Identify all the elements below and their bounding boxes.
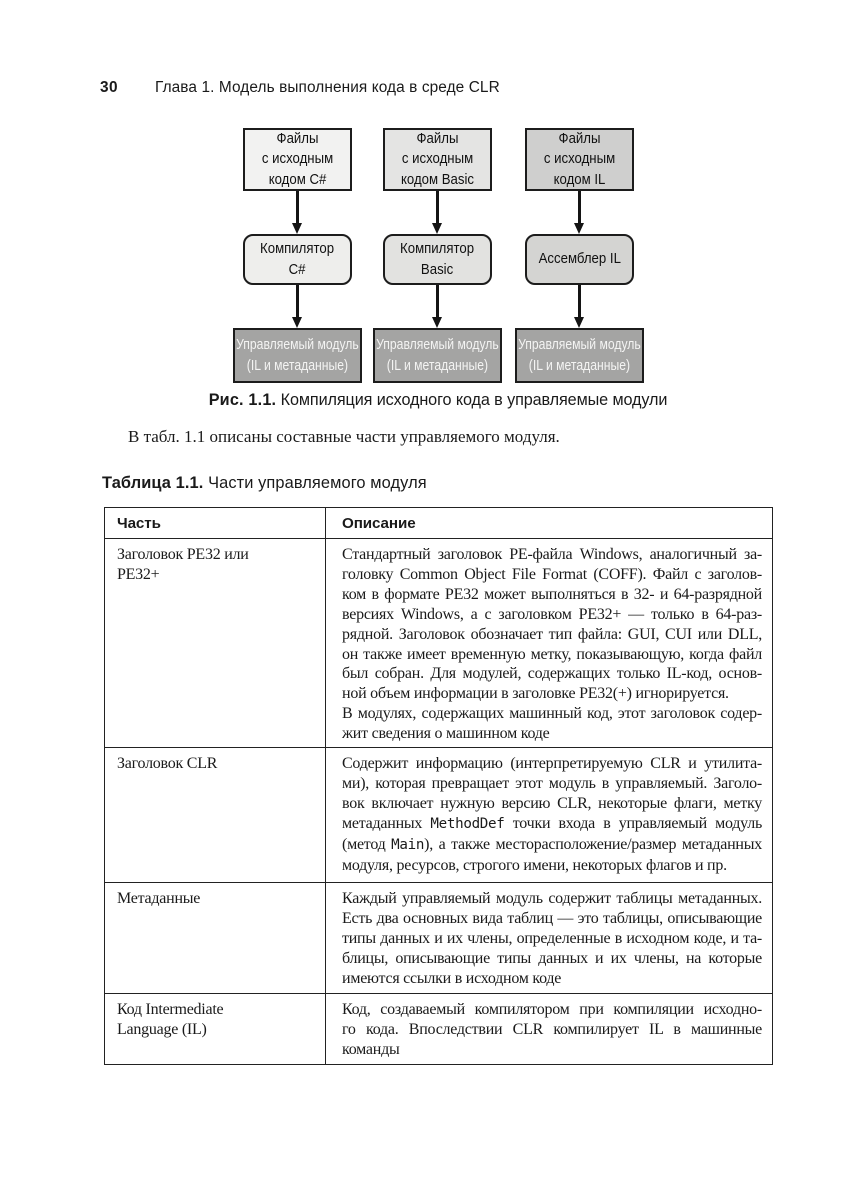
description-line: метаданных MethodDef точки входа в управ… [342, 814, 762, 832]
page-number: 30 [100, 79, 119, 96]
part-cell: Метаданные [104, 882, 326, 994]
table-heading: Таблица 1.1. Части управляемого модуля [102, 474, 427, 492]
managed-module-box-label: Управляемый модуль(IL и метаданные) [236, 337, 359, 374]
managed-module-box-csharp: Управляемый модуль(IL и метаданные) [233, 328, 362, 383]
description-line: Есть два основных вида таблиц — это табл… [342, 909, 762, 927]
column-header-description: Описание [325, 507, 773, 539]
table-row: Метаданные Каждый управляемый модуль соде… [104, 882, 773, 994]
part-line: Заголовок PE32 или [117, 546, 249, 563]
managed-module-box-label: Управляемый модуль(IL и метаданные) [376, 337, 499, 374]
managed-module-box-label: Управляемый модуль(IL и метаданные) [518, 337, 641, 374]
description-line: рядной. Заголовок обозначает тип файла: … [342, 625, 762, 643]
arrow-shaft-basic-2 [436, 285, 439, 318]
description-line: жит сведения о машинном коде [342, 725, 550, 743]
part-cell: Заголовок CLR [104, 747, 326, 883]
arrow-head-csharp-2 [291, 317, 302, 328]
arrow-head-basic-2 [431, 317, 442, 328]
part-line: PE32+ [117, 565, 160, 583]
description-line: вок включает нужную версию CLR, некоторы… [342, 794, 762, 812]
body-paragraph: В табл. 1.1 описаны составные части упра… [128, 427, 560, 446]
table-heading-body: Части управляемого модуля [208, 474, 427, 492]
description-line: он также имеет временную метку, показыва… [342, 645, 762, 663]
arrow-shaft-csharp-1 [296, 191, 299, 224]
description-line: го кода. Впоследствии CLR компилирует IL… [342, 1020, 762, 1038]
arrow-head-il-2 [573, 317, 584, 328]
description-line: Каждый управляемый модуль содержит табли… [342, 890, 762, 907]
description-line: ми), которая превращает этот модуль в уп… [342, 774, 762, 792]
description-cell: Стандартный заголовок PE-файла Windows, … [325, 538, 773, 748]
description-line: блицы, описывающие типы данных и их член… [342, 949, 762, 967]
arrow-shaft-il-1 [578, 191, 581, 224]
arrow-head-basic-1 [431, 223, 442, 234]
managed-module-box-basic: Управляемый модуль(IL и метаданные) [373, 328, 502, 383]
table-row: Заголовок CLR Содержит информацию (интерп… [104, 747, 773, 883]
description-line: типы данных и их члены, определенные в и… [342, 929, 762, 947]
arrow-shaft-basic-1 [436, 191, 439, 224]
description-line: команды [342, 1040, 400, 1058]
arrow-head-csharp-1 [291, 223, 302, 234]
arrow-head-il-1 [573, 223, 584, 234]
description-line: модуля, ресурсов, строгого имени, некото… [342, 856, 727, 874]
column-header-part: Часть [104, 507, 326, 539]
inline-code: Main [391, 836, 425, 853]
managed-module-box-il: Управляемый модуль(IL и метаданные) [515, 328, 644, 383]
arrow-shaft-csharp-2 [296, 285, 299, 318]
part-line: Заголовок CLR [117, 755, 218, 772]
compiler-box-il: Ассемблер IL [525, 234, 634, 285]
figure-caption: Рис. 1.1. Компиляция исходного кода в уп… [104, 391, 772, 409]
description-cell: Каждый управляемый модуль содержит табли… [325, 882, 773, 994]
figure-caption-label: Рис. 1.1. [208, 391, 277, 409]
description-line: версиях Windows, а с заголовком PE32+ — … [342, 605, 762, 623]
part-line: Метаданные [117, 890, 201, 907]
description-line: В модулях, содержащих машинный код, этот… [342, 705, 762, 723]
part-line: Language (IL) [117, 1020, 207, 1038]
part-line: Код Intermediate [117, 1001, 224, 1018]
description-line: Стандартный заголовок PE-файла Windows, … [342, 546, 762, 563]
description-line: головку Common Object File Format (COFF)… [342, 565, 762, 583]
figure-caption-body: Компиляция исходного кода в управляемые … [280, 391, 668, 409]
arrow-shaft-il-2 [578, 285, 581, 318]
description-line: Содержит информацию (интерпретируемую CL… [342, 755, 762, 772]
chapter-title: Глава 1. Модель выполнения кода в среде … [155, 79, 500, 96]
table-heading-label: Таблица 1.1. [102, 474, 204, 492]
description-line: ком в формате PE32 может выполняться в 3… [342, 585, 762, 603]
description-line: имеются ссылки в исходном коде [342, 969, 562, 987]
description-line: был собран. Для модулей, содержащих толь… [342, 665, 762, 683]
description-cell: Содержит информацию (интерпретируемую CL… [325, 747, 773, 883]
description-line: (метод Main), а также месторасположение/… [342, 835, 762, 853]
description-line: Код, создаваемый компилятором при компил… [342, 1001, 762, 1018]
inline-code: MethodDef [430, 815, 505, 832]
description-cell: Код, создаваемый компилятором при компил… [325, 993, 773, 1065]
compiler-box-label: Ассемблер IL [538, 250, 621, 268]
description-line: ной объем информации в заголовке PE32(+)… [342, 685, 729, 703]
